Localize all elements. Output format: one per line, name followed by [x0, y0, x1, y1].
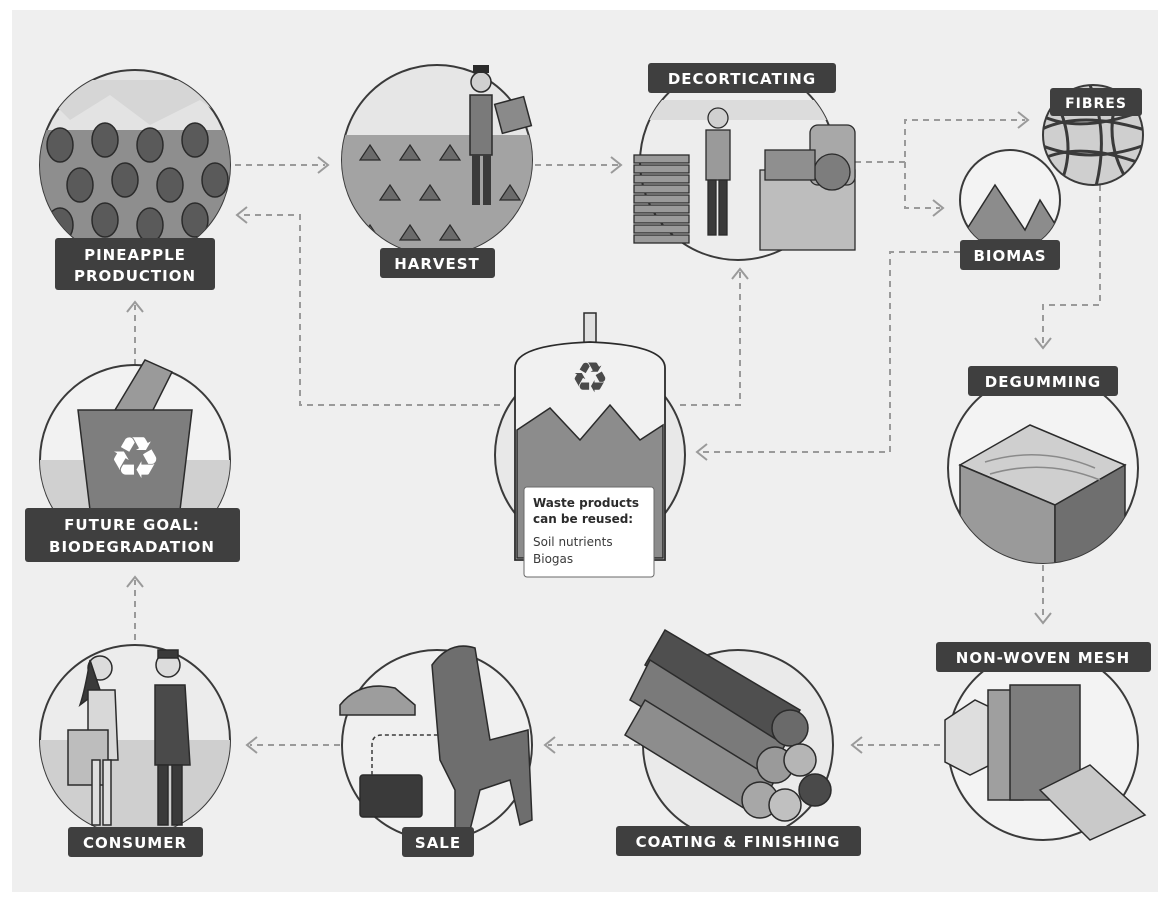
flow-arrows — [126, 111, 1101, 754]
pineapple-label-line1: PINEAPPLE — [84, 246, 186, 264]
waste-box-item-soil: Soil nutrients — [533, 535, 613, 549]
biodegradation-illustration: ♻ — [39, 359, 231, 556]
decorticating-label: DECORTICATING — [668, 70, 816, 88]
degumming-illustration — [947, 372, 1139, 564]
pineapple-label-line2: PRODUCTION — [74, 267, 196, 285]
non-woven-mesh-label: NON-WOVEN MESH — [956, 649, 1130, 667]
label-degumming: DEGUMMING — [968, 366, 1118, 396]
sale-illustration — [339, 645, 533, 841]
coating-finishing-label: COATING & FINISHING — [636, 833, 841, 851]
label-coating-finishing: COATING & FINISHING — [616, 826, 861, 856]
label-biomas: BIOMAS — [960, 240, 1060, 270]
label-non-woven-mesh: NON-WOVEN MESH — [936, 642, 1151, 672]
recycle-icon: ♻ — [109, 424, 161, 492]
future-goal-label-line2: BIODEGRADATION — [49, 538, 215, 556]
label-fibres: FIBRES — [1050, 88, 1142, 116]
sale-label: SALE — [415, 834, 461, 852]
fibres-label: FIBRES — [1065, 96, 1127, 112]
pineapple-production-illustration — [39, 69, 231, 261]
future-goal-label-line1: FUTURE GOAL: — [64, 516, 200, 534]
label-harvest: HARVEST — [380, 248, 495, 278]
waste-box-item-biogas: Biogas — [533, 552, 573, 566]
label-decorticating: DECORTICATING — [648, 63, 836, 93]
label-consumer: CONSUMER — [68, 827, 203, 857]
waste-box-title-line2: can be reused: — [533, 512, 633, 526]
waste-info-box: Waste products can be reused: Soil nutri… — [523, 486, 655, 578]
waste-box-title-line1: Waste products — [533, 496, 639, 510]
harvest-label: HARVEST — [394, 255, 480, 273]
degumming-label: DEGUMMING — [985, 373, 1102, 391]
coating-finishing-illustration — [623, 628, 834, 841]
consumer-label: CONSUMER — [83, 834, 187, 852]
recycle-icon: ♻ — [571, 353, 609, 402]
label-sale: SALE — [402, 827, 474, 857]
biomas-illustration — [959, 149, 1061, 251]
label-future-goal: FUTURE GOAL: BIODEGRADATION — [25, 508, 240, 562]
decorticating-illustration — [633, 63, 856, 261]
label-pineapple-production: PINEAPPLE PRODUCTION — [55, 238, 215, 290]
biomas-label: BIOMAS — [973, 247, 1046, 265]
